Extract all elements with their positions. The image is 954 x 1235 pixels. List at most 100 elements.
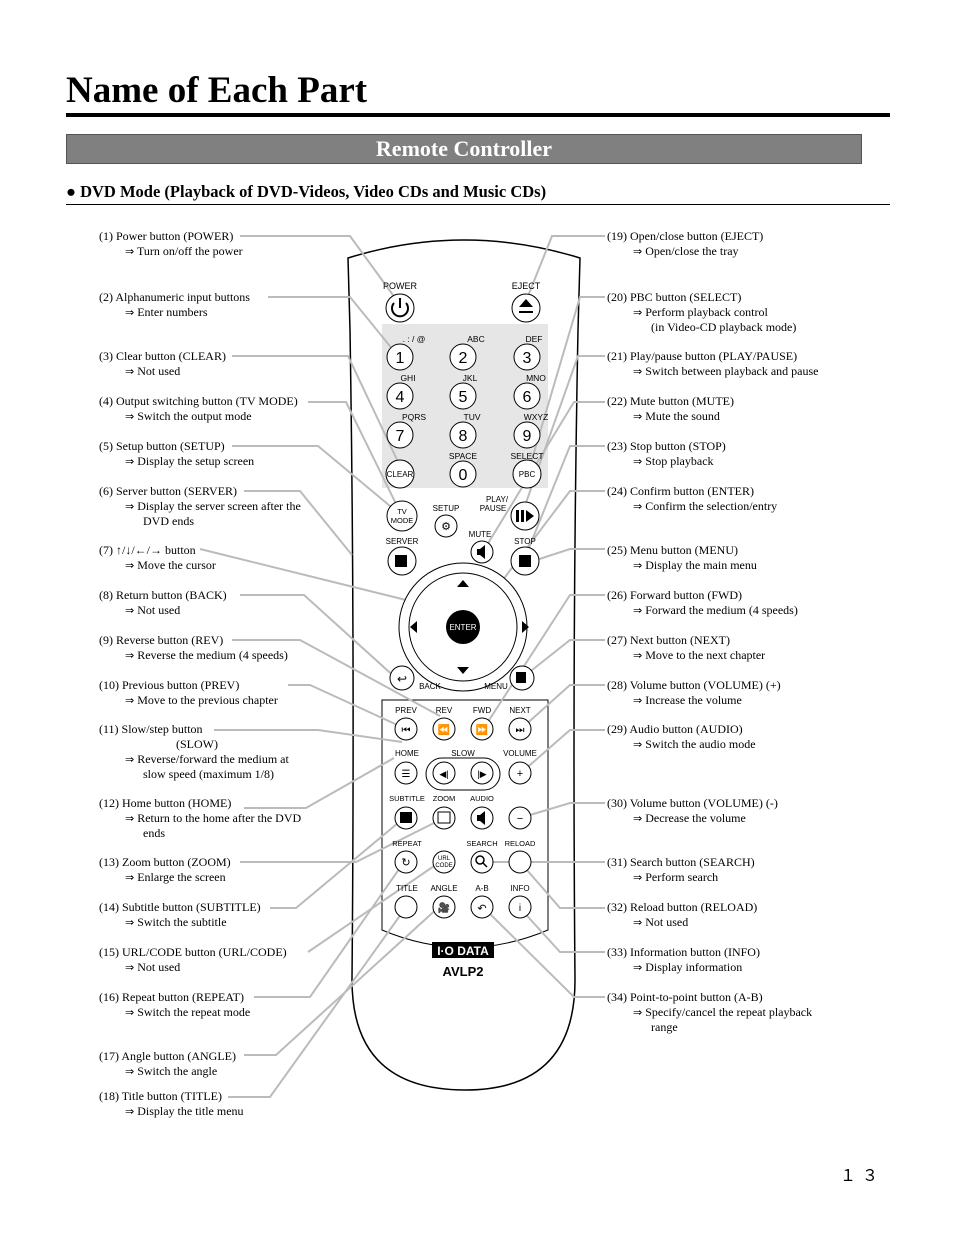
up-arrow-icon[interactable] [457, 580, 469, 587]
title-button[interactable] [394, 895, 418, 919]
label-power: POWER [383, 281, 418, 291]
digit-4-button[interactable] [386, 382, 414, 410]
entry-item: (25) Menu button (MENU)⇒ Display the mai… [607, 543, 847, 573]
digit-3-label: 3 [523, 350, 532, 367]
entry-item: (27) Next button (NEXT)⇒ Move to the nex… [607, 633, 847, 663]
label-ghi: GHI [400, 373, 415, 383]
info-button[interactable] [508, 895, 532, 919]
double-arrow-icon: ⇒ [125, 559, 135, 572]
entry-item: (26) Forward button (FWD)⇒ Forward the m… [607, 588, 847, 618]
entry-item: (1) Power button (POWER)⇒ Turn on/off th… [99, 229, 339, 259]
tv-mode-button[interactable] [386, 500, 418, 532]
url-label: URL [438, 856, 451, 862]
entry-desc-text: Switch the repeat mode [134, 1005, 251, 1019]
clear-button[interactable] [385, 459, 415, 489]
double-arrow-icon: ⇒ [125, 365, 135, 378]
menu-icon [516, 672, 526, 683]
double-arrow-icon: ⇒ [125, 245, 135, 258]
search-icon [475, 855, 485, 865]
entry-desc: ⇒ Mute the sound [607, 409, 847, 424]
label-volume: VOLUME [503, 749, 537, 758]
label-play: PLAY/ [486, 495, 509, 504]
entry-desc-cont: range [651, 1020, 678, 1034]
search-button[interactable] [470, 850, 494, 874]
entry-name: (14) Subtitle button (SUBTITLE) [99, 900, 261, 914]
double-arrow-icon: ⇒ [125, 871, 135, 884]
next-button[interactable] [508, 717, 532, 741]
label-eject: EJECT [512, 281, 541, 291]
double-arrow-icon: ⇒ [125, 306, 135, 319]
digit-2-button[interactable] [449, 343, 477, 371]
setup-button[interactable] [434, 514, 458, 538]
digit-7-button[interactable] [386, 421, 414, 449]
home-button[interactable] [394, 761, 418, 785]
entry-desc: ⇒ Move to the previous chapter [99, 693, 339, 708]
entry-item: (29) Audio button (AUDIO)⇒ Switch the au… [607, 722, 847, 752]
prev-button[interactable] [394, 717, 418, 741]
entry-name: (26) Forward button (FWD) [607, 588, 742, 602]
digit-1-button[interactable] [386, 343, 414, 371]
down-arrow-icon[interactable] [457, 667, 469, 674]
entry-item: (22) Mute button (MUTE)⇒ Mute the sound [607, 394, 847, 424]
slow-forward-button[interactable] [470, 761, 494, 785]
slow-back-button[interactable] [432, 761, 456, 785]
repeat-button[interactable] [394, 850, 418, 874]
double-arrow-icon: ⇒ [125, 649, 135, 662]
entry-desc: ⇒ Display the server screen after the [99, 499, 339, 514]
fwd-button[interactable] [470, 717, 494, 741]
entry-name: (29) Audio button (AUDIO) [607, 722, 743, 736]
volume-up-button[interactable] [508, 761, 532, 785]
double-arrow-icon: ⇒ [633, 365, 643, 378]
url-code-button[interactable] [432, 850, 456, 874]
back-button[interactable] [389, 665, 415, 691]
digit-8-button[interactable] [449, 421, 477, 449]
entry-desc-text: Display the setup screen [134, 454, 255, 468]
entry-desc: ⇒ Not used [99, 960, 339, 975]
angle-button[interactable] [432, 895, 456, 919]
entry-desc: ⇒ Reverse the medium (4 speeds) [99, 648, 339, 663]
enter-button[interactable] [446, 610, 480, 644]
zoom-button[interactable] [432, 806, 456, 830]
mode-heading: ● DVD Mode (Playback of DVD-Videos, Vide… [66, 182, 547, 201]
entry-desc-text: Switch the output mode [134, 409, 252, 423]
entry-item: (21) Play/pause button (PLAY/PAUSE)⇒ Swi… [607, 349, 847, 379]
eject-button[interactable] [511, 293, 541, 323]
label-def: DEF [526, 334, 543, 344]
digit-0-button[interactable] [449, 460, 477, 488]
entry-item: (16) Repeat button (REPEAT)⇒ Switch the … [99, 990, 339, 1020]
label-jkl: JKL [463, 373, 478, 383]
entry-name: (33) Information button (INFO) [607, 945, 760, 959]
entry-desc: ⇒ Switch the audio mode [607, 737, 847, 752]
entry-item: (14) Subtitle button (SUBTITLE)⇒ Switch … [99, 900, 339, 930]
play-pause-button[interactable] [510, 501, 540, 531]
page-number: １３ [839, 1166, 884, 1185]
entry-desc-text: Not used [134, 960, 181, 974]
audio-icon [477, 811, 485, 825]
entry-item: (30) Volume button (VOLUME) (-)⇒ Decreas… [607, 796, 847, 826]
digit-3-button[interactable] [513, 343, 541, 371]
pbc-button[interactable] [512, 459, 542, 489]
digit-6-button[interactable] [513, 382, 541, 410]
label-reload: RELOAD [505, 839, 536, 848]
entry-item: (19) Open/close button (EJECT)⇒ Open/clo… [607, 229, 847, 259]
entry-desc-text: Turn on/off the power [134, 244, 243, 258]
entry-item: (13) Zoom button (ZOOM)⇒ Enlarge the scr… [99, 855, 339, 885]
left-arrow-icon[interactable] [410, 621, 417, 633]
double-arrow-icon: ⇒ [633, 559, 643, 572]
rev-button[interactable] [432, 717, 456, 741]
entry-desc: ⇒ Move the cursor [99, 558, 339, 573]
back-icon: ↩ [397, 672, 407, 686]
right-arrow-icon[interactable] [522, 621, 529, 633]
volume-down-button[interactable] [508, 806, 532, 830]
entry-desc: ⇒ Not used [99, 603, 339, 618]
ab-button[interactable] [470, 895, 494, 919]
digit-9-button[interactable] [513, 421, 541, 449]
reload-button[interactable] [508, 850, 532, 874]
entry-name: (16) Repeat button (REPEAT) [99, 990, 244, 1004]
digit-9-label: 9 [523, 428, 532, 445]
label-space: SPACE [449, 451, 478, 461]
entry-desc-text: Reverse/forward the medium at [134, 752, 289, 766]
entry-item: (34) Point-to-point button (A-B)⇒ Specif… [607, 990, 847, 1035]
entry-desc-text: Not used [642, 915, 689, 929]
digit-5-button[interactable] [449, 382, 477, 410]
